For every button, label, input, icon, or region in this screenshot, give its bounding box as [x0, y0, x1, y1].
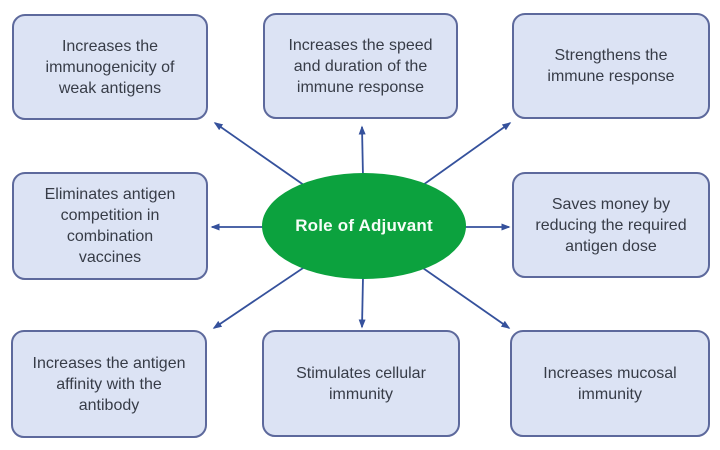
node-increases-immunogenicity: Increases the immunogenicity of weak ant…	[12, 14, 208, 120]
node-increases-antigen-affinity: Increases the antigen affinity with the …	[11, 330, 207, 438]
node-saves-money: Saves money by reducing the required ant…	[512, 172, 710, 278]
node-eliminates-antigen-competition: Eliminates antigen competition in combin…	[12, 172, 208, 280]
node-strengthens-immune-response: Strengthens the immune response	[512, 13, 710, 119]
center-node-role-of-adjuvant: Role of Adjuvant	[262, 173, 466, 279]
node-increases-speed-duration: Increases the speed and duration of the …	[263, 13, 458, 119]
center-node-label: Role of Adjuvant	[295, 216, 433, 235]
node-increases-mucosal-immunity: Increases mucosal immunity	[510, 330, 710, 437]
node-stimulates-cellular-immunity: Stimulates cellular immunity	[262, 330, 460, 437]
